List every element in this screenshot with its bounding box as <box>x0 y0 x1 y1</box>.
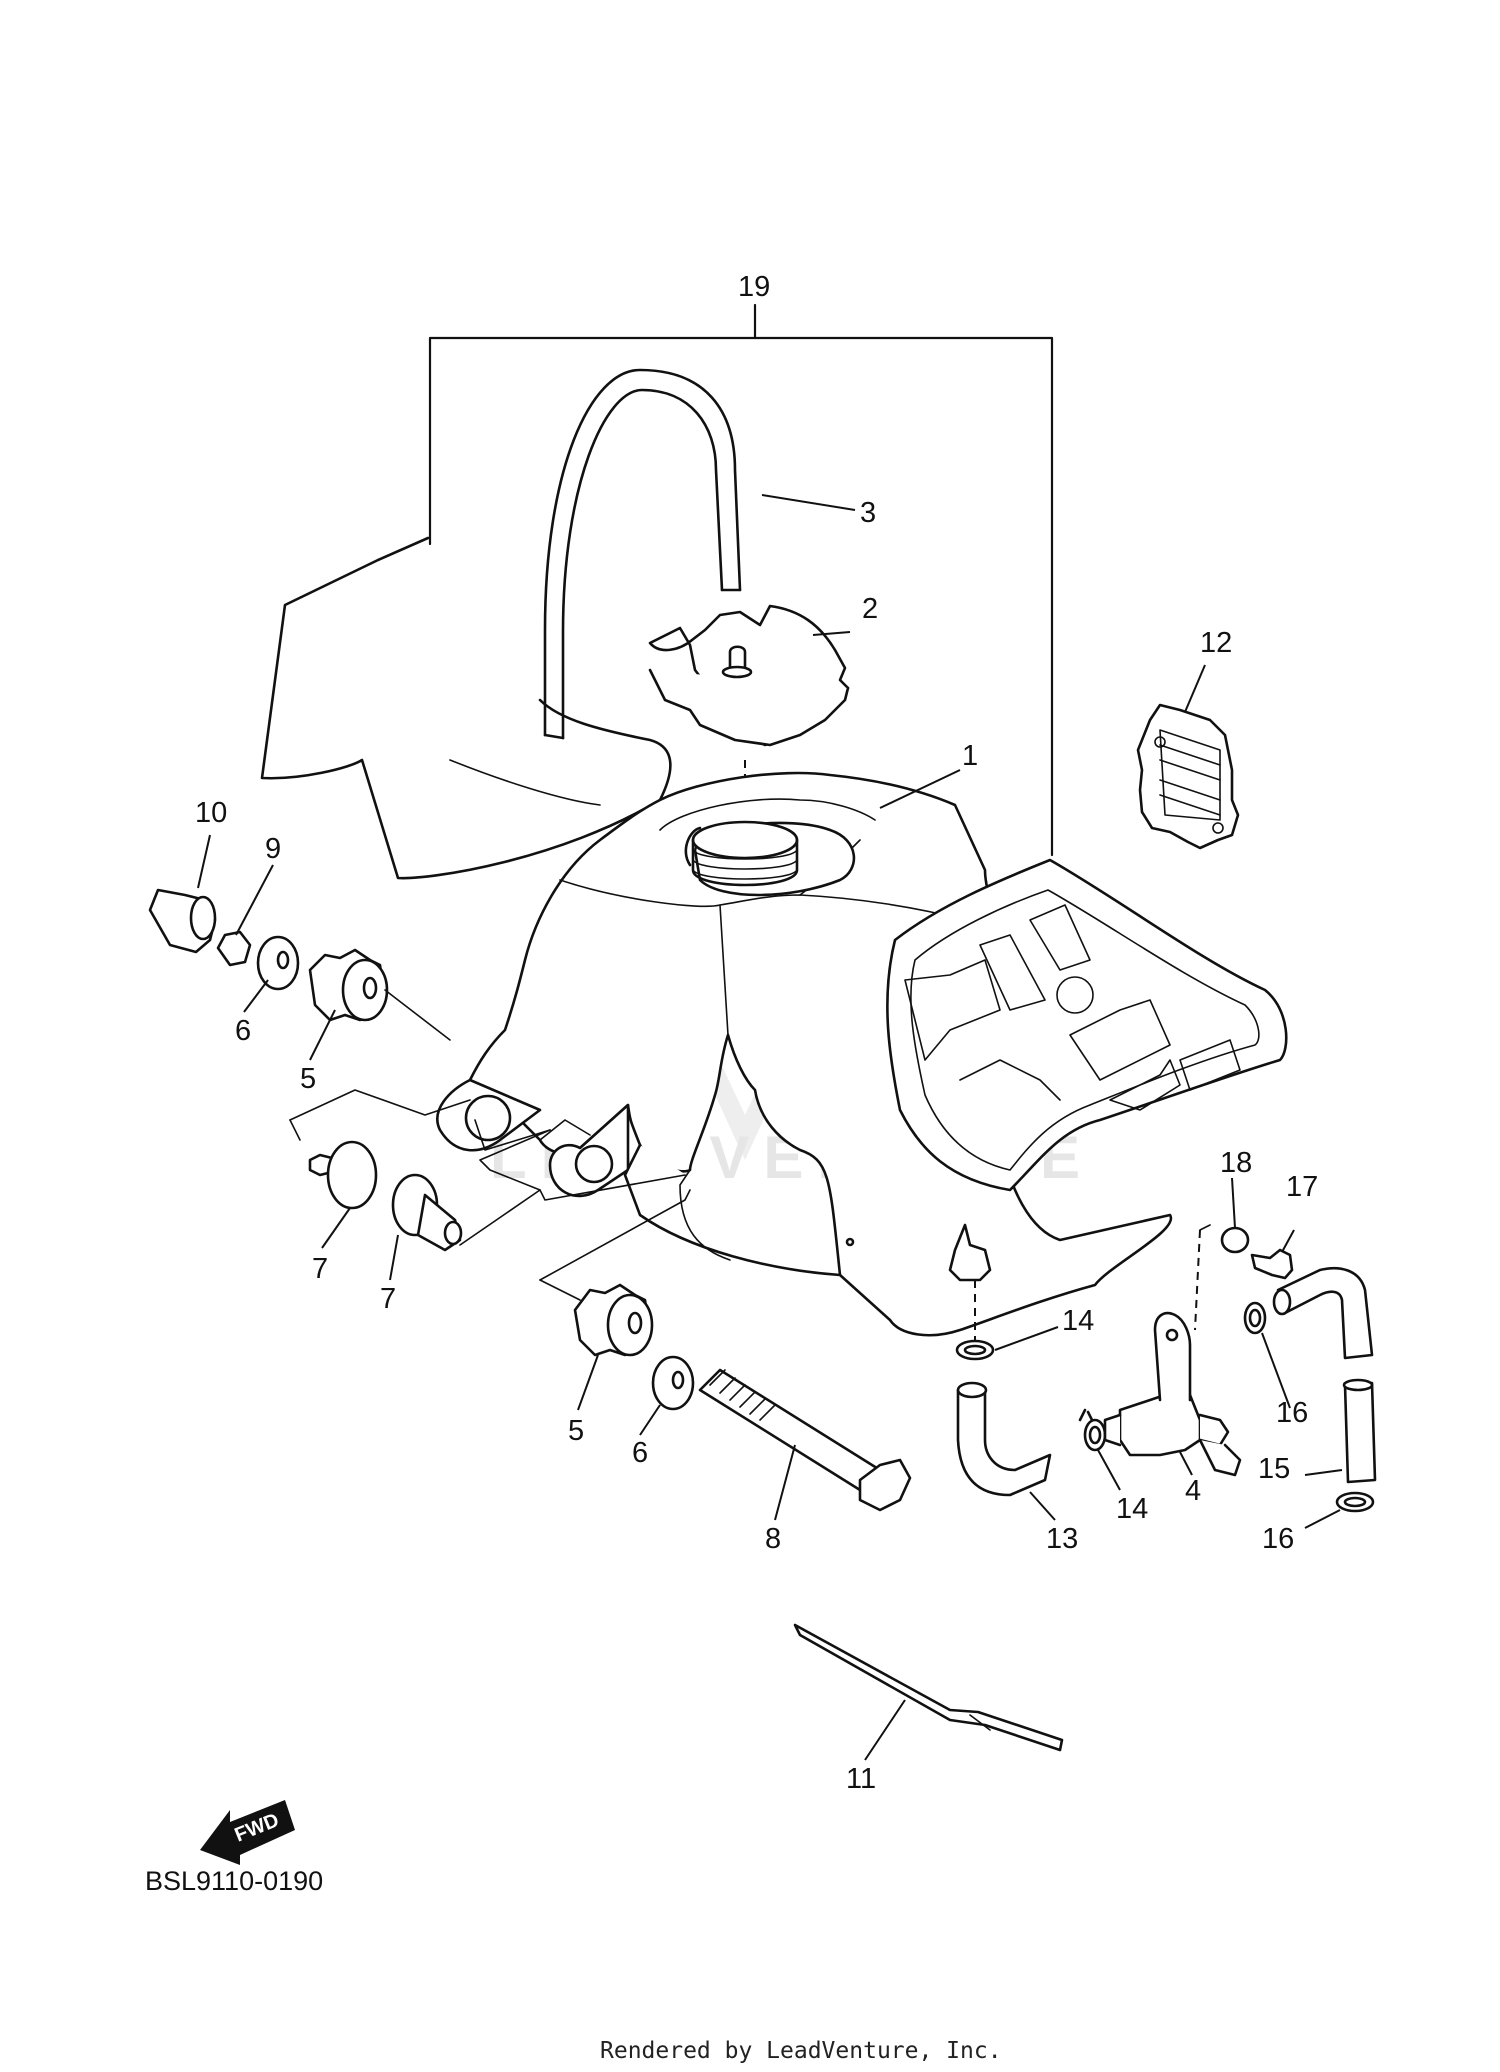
part-label-7b: 7 <box>380 1283 396 1315</box>
part-label-5a: 5 <box>300 1063 316 1095</box>
fuel-hose-15 <box>1272 1266 1377 1484</box>
washer-6-right <box>651 1355 695 1411</box>
part-label-15: 15 <box>1258 1453 1290 1485</box>
grommet-5-right <box>573 1283 654 1357</box>
bolt-dash-line <box>1194 1229 1201 1331</box>
nut-9 <box>216 930 252 967</box>
part-label-11: 11 <box>846 1763 876 1795</box>
part-label-12: 12 <box>1200 627 1232 659</box>
protector-strip-11 <box>793 1623 1064 1752</box>
part-label-7a: 7 <box>312 1253 328 1285</box>
part-label-3: 3 <box>860 497 876 529</box>
clamp-14-lower <box>1078 1408 1107 1452</box>
part-label-5b: 5 <box>568 1415 584 1447</box>
bolt-8 <box>698 1368 912 1512</box>
part-label-1: 1 <box>962 740 978 772</box>
part-label-16b: 16 <box>1262 1523 1294 1555</box>
part-label-2: 2 <box>862 593 878 625</box>
collar-7-left <box>308 1140 378 1210</box>
diagram-code: BSL9110-0190 <box>145 1866 323 1896</box>
part-label-13: 13 <box>1046 1523 1078 1555</box>
cap-nut-10 <box>148 888 217 954</box>
part-label-19: 19 <box>738 271 770 303</box>
part-label-6b: 6 <box>632 1437 648 1469</box>
part-label-18: 18 <box>1220 1147 1252 1179</box>
part-label-14b: 14 <box>1116 1493 1148 1525</box>
washer-18 <box>1220 1226 1250 1254</box>
part-label-17: 17 <box>1286 1171 1318 1203</box>
assembly-lines-left <box>289 989 691 1301</box>
fuel-tank-1 <box>436 771 1173 1337</box>
screw-17 <box>1250 1248 1294 1280</box>
tank-cover-left <box>260 536 672 880</box>
part-label-16a: 16 <box>1276 1397 1308 1429</box>
part-label-6a: 6 <box>235 1015 251 1047</box>
assembly-bracket-19 <box>428 303 1054 857</box>
fuel-petcock-4 <box>1103 1311 1242 1477</box>
breather-hose-3 <box>543 368 742 740</box>
tank-decal <box>886 858 1288 1192</box>
part-label-10: 10 <box>195 797 227 829</box>
forward-arrow-icon: FWD <box>200 1800 295 1865</box>
leader-lines <box>197 494 1343 1761</box>
clamp-14-upper <box>955 1339 995 1361</box>
render-credit: Rendered by LeadVenture, Inc. <box>600 2038 1002 2064</box>
washer-6-left <box>256 935 300 991</box>
part-label-8: 8 <box>765 1523 781 1555</box>
elbow-hose-13 <box>956 1381 1052 1497</box>
grommet-5-left <box>308 948 389 1022</box>
collar-7-right <box>391 1173 463 1252</box>
part-label-14a: 14 <box>1062 1305 1094 1337</box>
part-label-4: 4 <box>1185 1475 1201 1507</box>
clamp-16-upper <box>1243 1301 1267 1335</box>
bolt-guide <box>1199 1224 1211 1231</box>
clamp-16-lower <box>1335 1491 1375 1513</box>
part-labels: 1 2 3 4 5 5 6 6 7 7 8 9 10 11 12 13 14 1… <box>195 271 1318 1795</box>
fuel-cap-2 <box>648 604 850 747</box>
gasket-plate-12 <box>1136 703 1240 850</box>
part-label-9: 9 <box>265 833 281 865</box>
